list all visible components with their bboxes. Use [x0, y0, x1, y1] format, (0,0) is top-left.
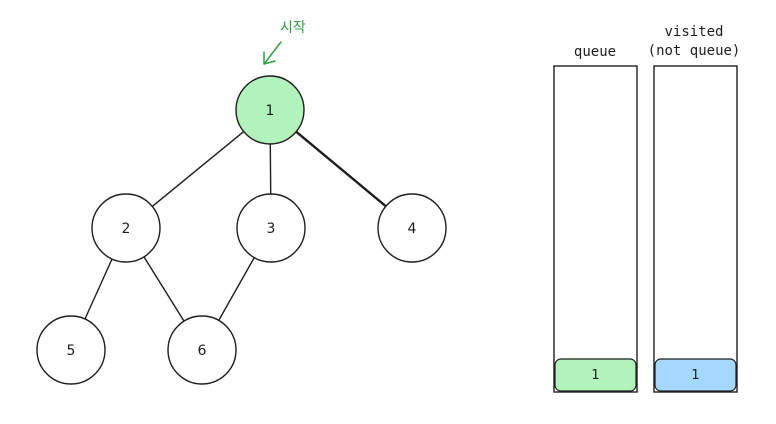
queue-item: 1	[554, 358, 637, 392]
queue-item-box	[554, 358, 637, 392]
visited-item-box	[654, 358, 737, 392]
edge-3-6	[218, 256, 255, 322]
visited-item: 1	[654, 358, 737, 392]
visited-item-label: 1	[691, 368, 699, 383]
queue-panel: queue 1	[553, 44, 638, 393]
node-circle	[91, 193, 161, 263]
queue-item-label: 1	[591, 368, 599, 383]
start-arrowhead-icon	[263, 51, 276, 65]
node-circle	[167, 315, 237, 385]
node-label: 2	[122, 221, 131, 237]
node-circle	[377, 193, 447, 263]
graph-node-1: 1	[235, 75, 305, 145]
graph-nodes: 1 2 3 4 5 6	[36, 75, 447, 385]
edge-1-2	[151, 130, 245, 208]
node-label: 3	[267, 221, 276, 237]
start-annotation: 시작	[263, 20, 306, 65]
node-label: 4	[408, 221, 417, 237]
start-label: 시작	[280, 20, 306, 36]
edge-2-5	[84, 258, 113, 320]
visited-title: visited	[664, 24, 723, 40]
node-circle	[236, 193, 306, 263]
graph-node-3: 3	[236, 193, 306, 263]
edge-2-6	[143, 256, 185, 322]
start-arrow-icon	[264, 41, 282, 64]
visited-subtitle: (not queue)	[648, 43, 741, 59]
visited-items: 1	[654, 358, 737, 392]
node-circle	[235, 75, 305, 145]
node-circle	[36, 315, 106, 385]
queue-items: 1	[554, 358, 637, 392]
edge-1-4	[294, 130, 388, 208]
graph-node-5: 5	[36, 315, 106, 385]
graph-node-6: 6	[167, 315, 237, 385]
visited-container	[653, 65, 738, 393]
graph-edges	[84, 130, 388, 322]
queue-container	[553, 65, 638, 393]
node-label: 6	[198, 343, 207, 359]
visited-panel: visited (not queue) 1	[648, 24, 741, 393]
node-label: 5	[67, 343, 76, 359]
node-label: 1	[266, 103, 275, 119]
graph-node-2: 2	[91, 193, 161, 263]
queue-title: queue	[574, 44, 616, 60]
graph-node-4: 4	[377, 193, 447, 263]
